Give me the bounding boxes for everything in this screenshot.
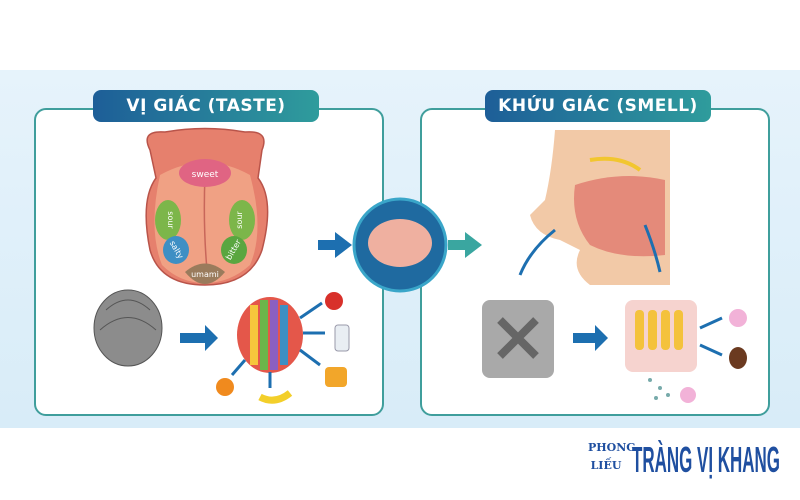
tongue-illustration: sweet sour sour salty bitter umami [145,127,269,286]
nose-cross-section [530,130,670,285]
smell-outputs [699,316,723,357]
brand-logo: PHONG LIẾU TRÀNG VỊ KHANG [588,432,788,482]
orange-icon [216,378,234,396]
taste-outputs [230,301,325,388]
airflow-arrow-right [643,224,662,273]
zone-sweet: sweet [192,170,219,180]
cross-icon [497,317,539,359]
zone-sour-left: sour [166,211,175,229]
taste-bud-inactive [93,289,163,367]
logo-line2: LIẾU [590,459,622,472]
zone-umami: umami [191,270,219,279]
logo-name-wrap: TRÀNG VỊ KHANG [632,439,780,480]
banana-icon [258,390,293,404]
zone-sour-right: sour [235,211,244,229]
flower-icon [680,387,696,403]
taste-title: VỊ GIÁC (TASTE) [93,90,319,122]
logo-line1: PHONG [588,441,636,454]
brain-icon [368,219,432,267]
smell-title: KHỨU GIÁC (SMELL) [485,90,711,122]
flower-icon [729,309,747,327]
logo-name: TRÀNG VỊ KHANG [632,439,780,480]
coffee-bean-icon [729,347,747,369]
honey-jar-icon [325,367,347,387]
arrow-left-icon [318,232,352,258]
salt-shaker-icon [334,324,350,352]
taste-bud-active [237,297,303,373]
arrow-right-icon [180,325,218,351]
receptor-cells [635,310,683,350]
odor-molecules [648,378,670,400]
airflow-arrow-left [518,228,556,276]
arrow-right-icon [448,232,482,258]
arrow-right-icon [573,325,608,351]
apple-icon [325,292,343,310]
